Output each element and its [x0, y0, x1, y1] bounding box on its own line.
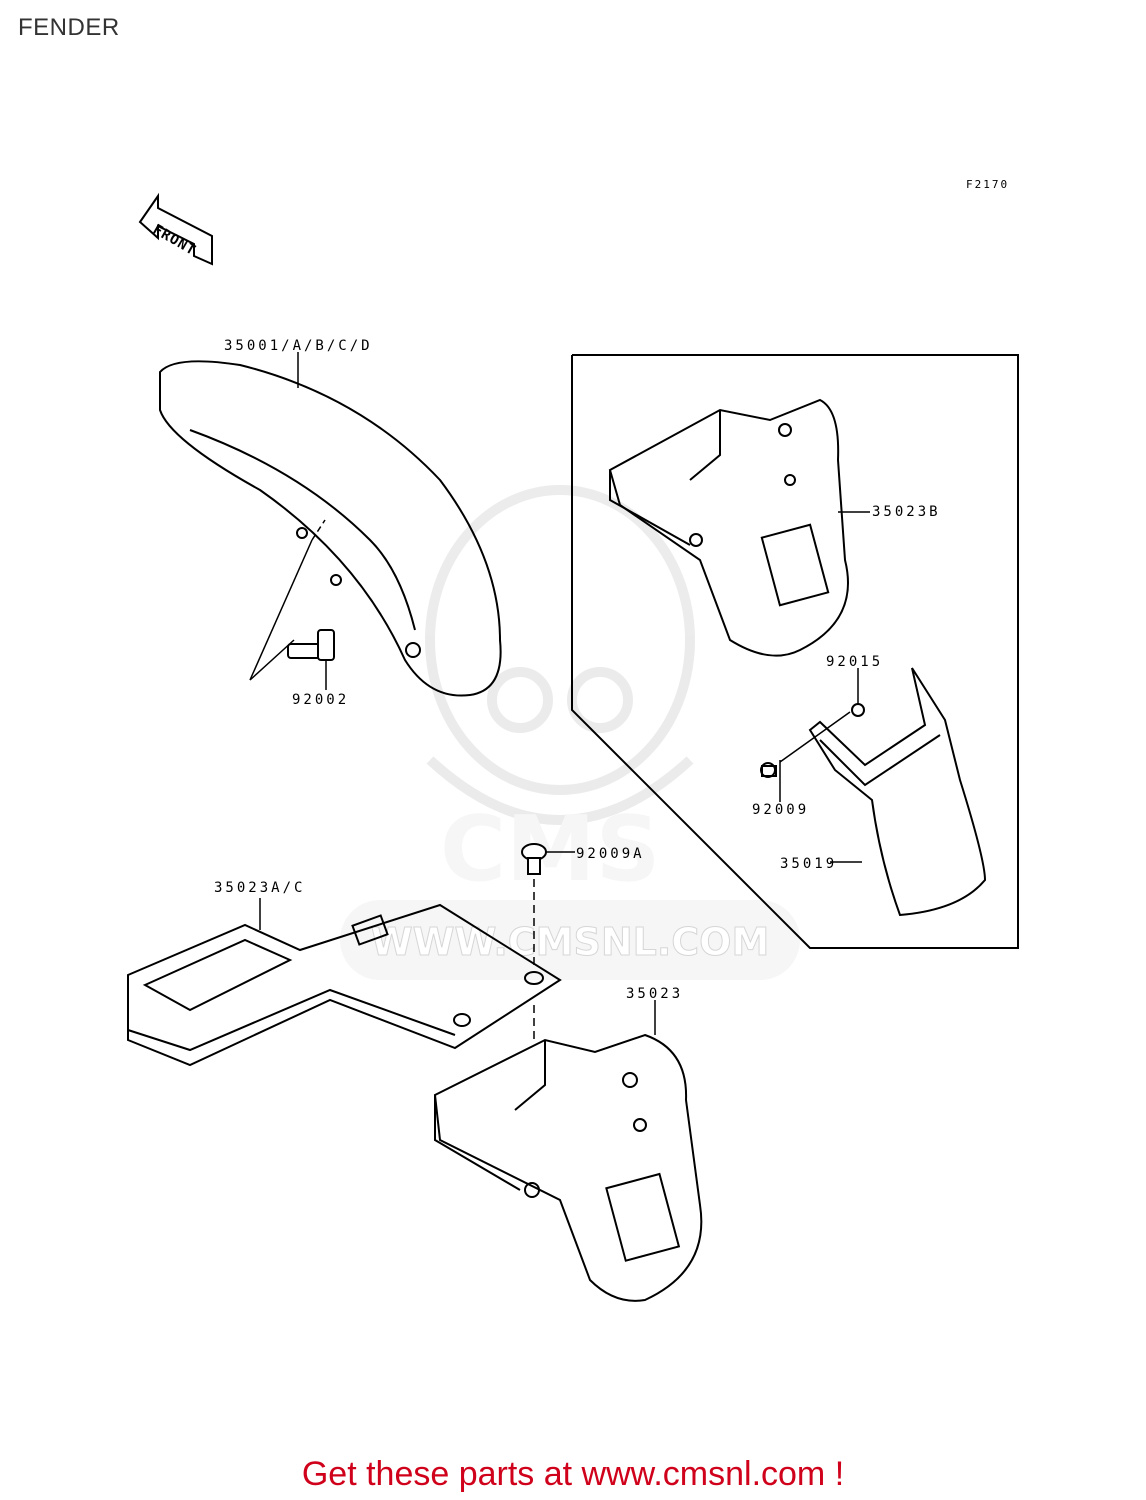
screw-92009a-drawing [521, 843, 547, 875]
front-direction-arrow: FRONT [138, 192, 213, 266]
footer-parts-link[interactable]: Get these parts at www.cmsnl.com ! [301, 1455, 845, 1493]
rear-fender-35023b-drawing [608, 398, 849, 657]
rear-fender-35023-drawing [433, 1033, 703, 1302]
leader-lines [259, 352, 870, 1040]
inset-box [571, 354, 1019, 949]
figure-code: F2170 [966, 178, 1010, 191]
svg-text:CMS: CMS [440, 797, 660, 902]
part-label-92002[interactable]: 92002 [292, 692, 350, 708]
cms-watermark: CMS [340, 485, 800, 980]
part-label-92009a[interactable]: 92009A [576, 846, 645, 862]
part-label-92015[interactable]: 92015 [826, 654, 884, 670]
part-label-35023b[interactable]: 35023B [872, 504, 941, 520]
part-label-92009[interactable]: 92009 [752, 802, 810, 818]
part-label-35023ac[interactable]: 35023A/C [214, 880, 306, 896]
mudflap-35019-drawing [760, 667, 987, 917]
part-label-35023[interactable]: 35023 [626, 986, 684, 1002]
watermark-url: WWW.CMSNL.COM [371, 920, 770, 964]
tray-35023ac-drawing [127, 903, 562, 1067]
bolt-92002-drawing [249, 519, 335, 681]
page-title: FENDER [18, 14, 120, 41]
part-label-35019[interactable]: 35019 [780, 856, 838, 872]
part-label-35001[interactable]: 35001/A/B/C/D [224, 338, 373, 354]
